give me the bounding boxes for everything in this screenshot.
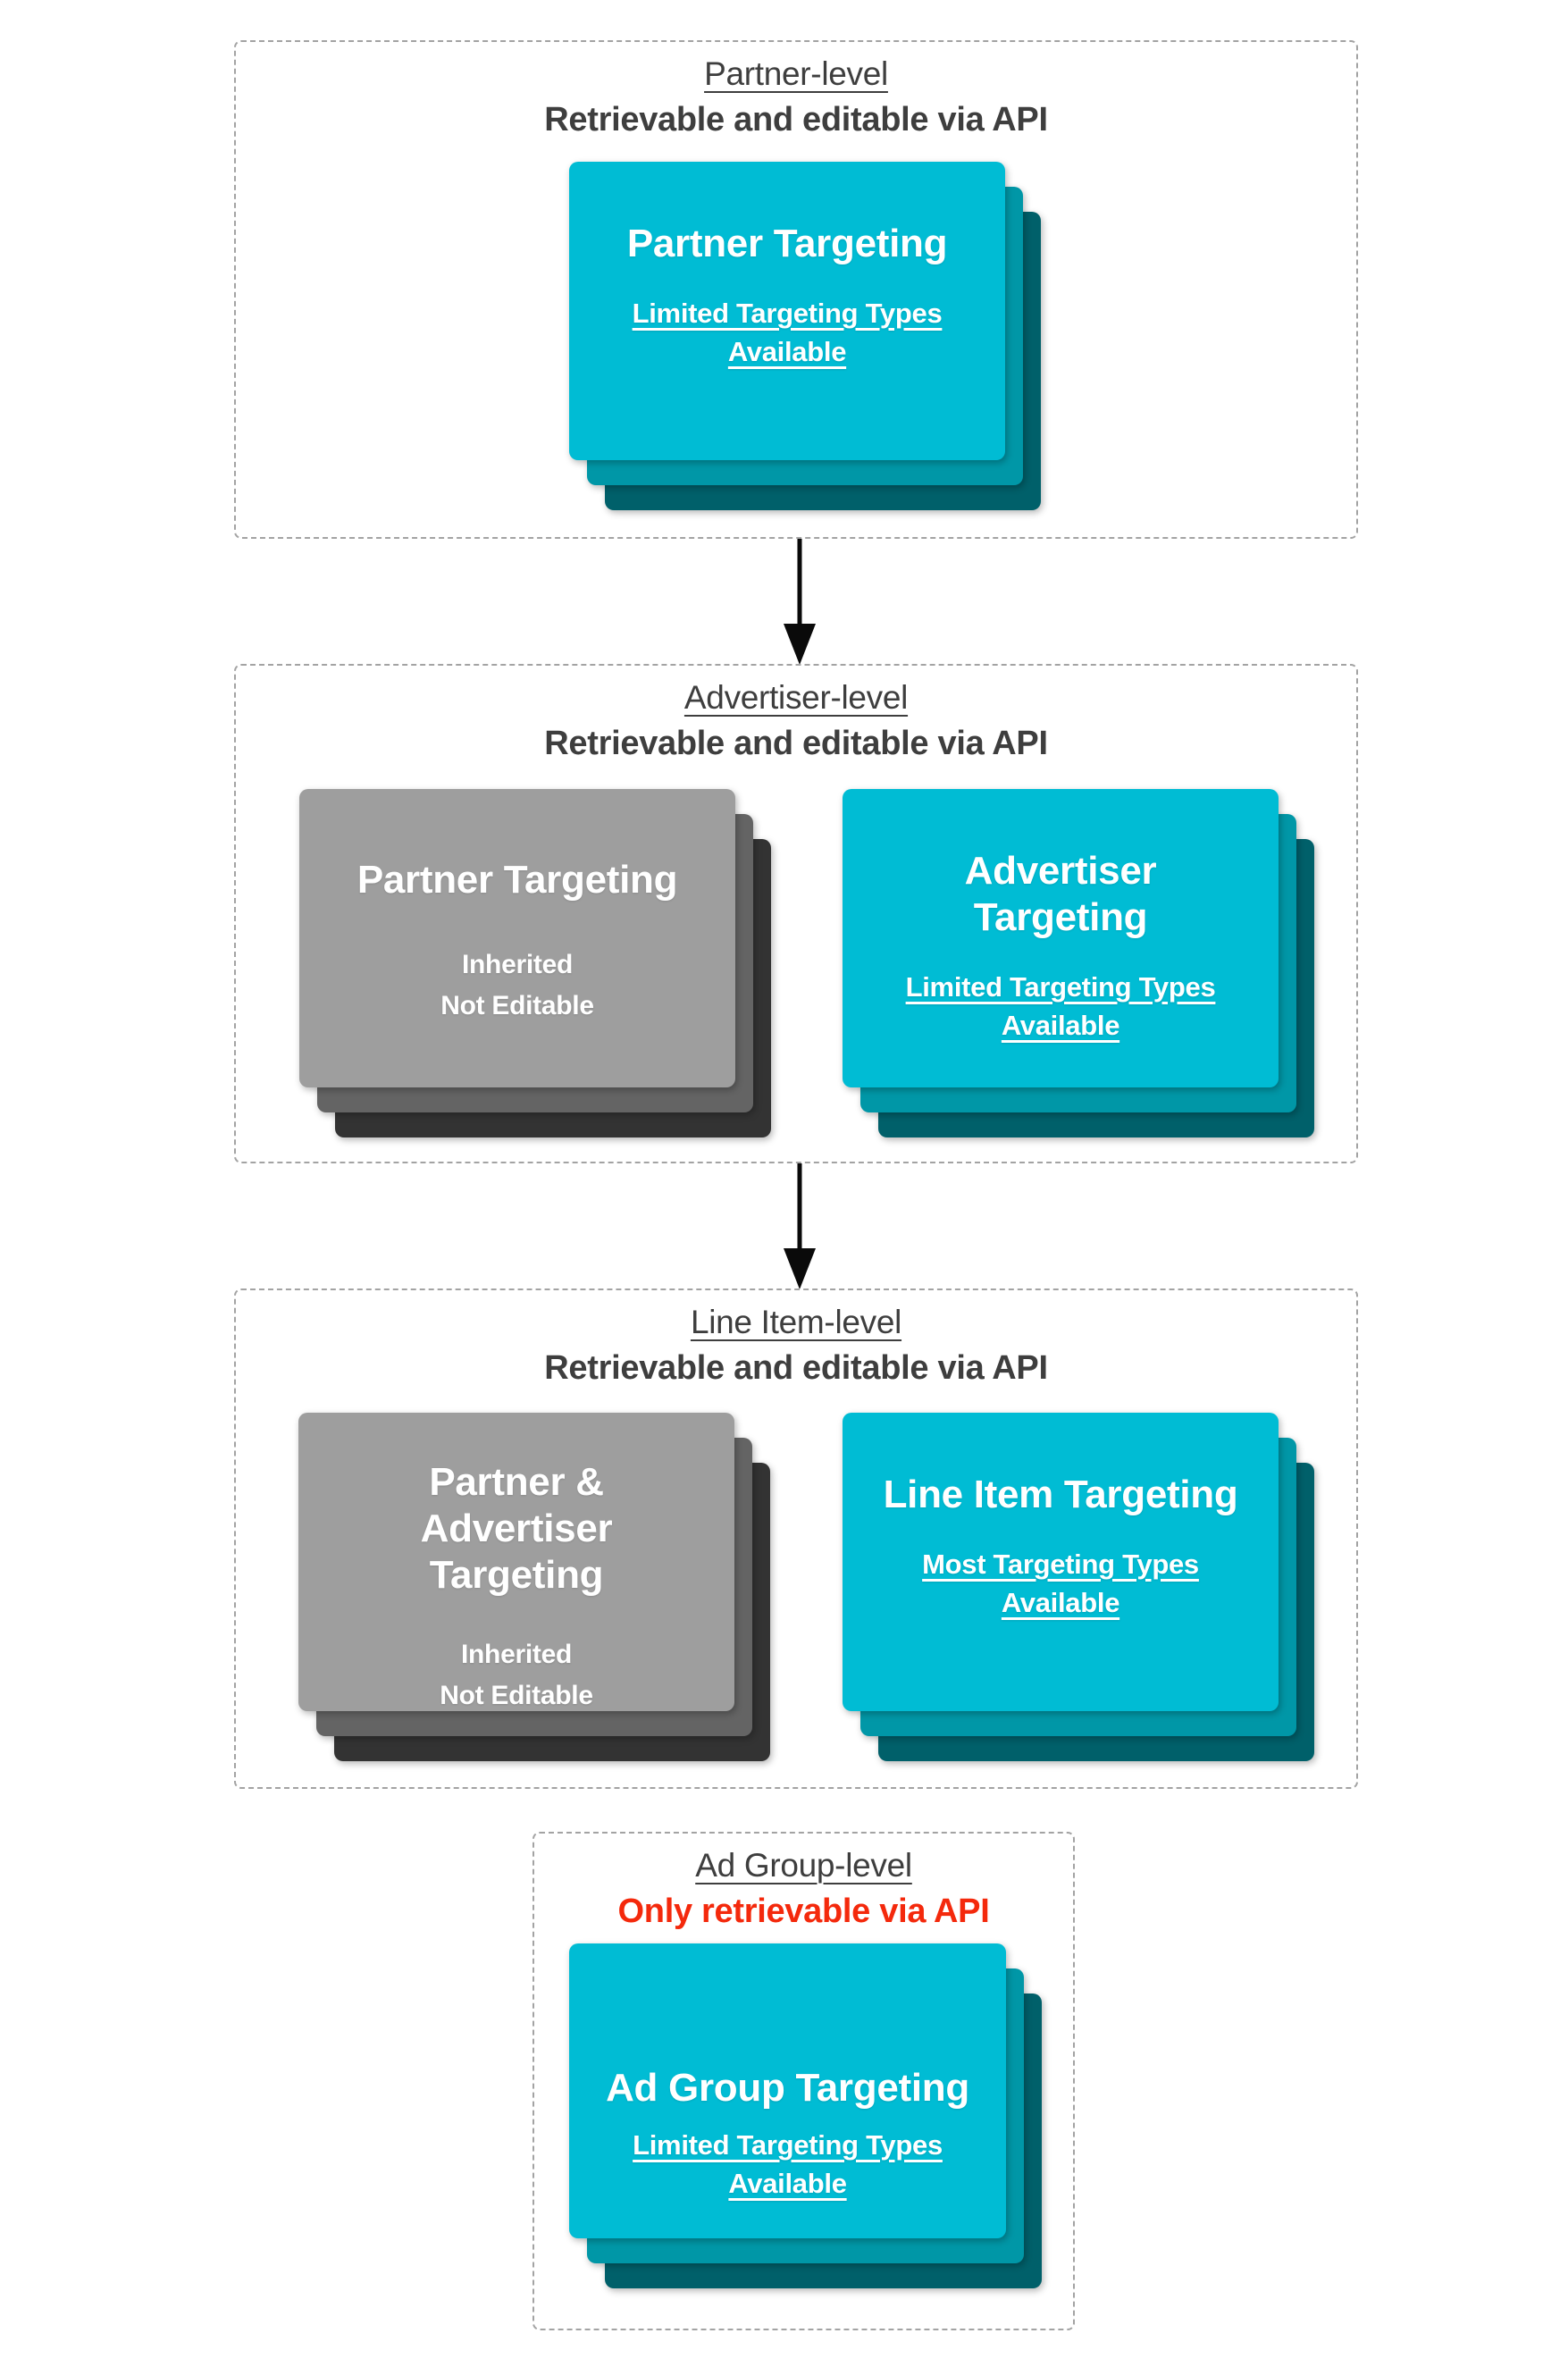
card-subtitle: Limited Targeting Types Available	[906, 968, 1216, 1045]
card-title: Ad Group Targeting	[606, 2066, 969, 2110]
section-ad-group-header: Ad Group-level Only retrievable via API	[534, 1844, 1073, 1934]
card-info-line-2: Not Editable	[440, 991, 594, 1021]
card-inherited-partner-targeting: Partner Targeting Inherited Not Editable	[299, 789, 735, 1087]
section-advertiser-title: Advertiser-level	[683, 679, 909, 716]
card-advertiser-targeting: Advertiser Targeting Limited Targeting T…	[843, 789, 1279, 1087]
card-title: Partner Targeting	[356, 858, 678, 902]
section-ad-group-level: Ad Group-level Only retrievable via API …	[532, 1832, 1075, 2330]
card-info-line-1: Inherited	[461, 1639, 572, 1669]
card-subtitle-line-1: Limited Targeting Types	[632, 297, 943, 329]
card-subtitle-line-1: Limited Targeting Types	[905, 970, 1216, 1003]
arrow-down-icon	[784, 1248, 816, 1289]
card-subtitle: Limited Targeting Types Available	[633, 2126, 943, 2203]
card-subtitle-line-1: Limited Targeting Types	[633, 2128, 943, 2161]
card-subtitle-line-2: Available	[1001, 1587, 1120, 1619]
flow-arrow-partner-to-advertiser	[784, 539, 816, 665]
card-subtitle-line-1: Most Targeting Types	[922, 1548, 1199, 1580]
card-info: Inherited Not Editable	[440, 1634, 593, 1717]
card-title: Partner Targeting	[626, 222, 948, 265]
section-partner-title: Partner-level	[704, 55, 888, 92]
section-ad-group-title: Ad Group-level	[695, 1847, 912, 1884]
card-title: Line Item Targeting	[883, 1473, 1238, 1516]
card-subtitle: Limited Targeting Types Available	[633, 294, 943, 372]
card-line-item-targeting: Line Item Targeting Most Targeting Types…	[843, 1413, 1279, 1711]
card-ad-group-targeting: Ad Group Targeting Limited Targeting Typ…	[569, 1943, 1006, 2238]
section-line-item-title: Line Item-level	[690, 1304, 902, 1340]
card-info-line-1: Inherited	[462, 949, 573, 979]
section-advertiser-subtitle: Retrievable and editable via API	[544, 725, 1048, 763]
section-partner-subtitle: Retrievable and editable via API	[544, 101, 1048, 139]
card-subtitle-line-2: Available	[728, 2168, 847, 2200]
section-line-item-header: Line Item-level Retrievable and editable…	[236, 1301, 1356, 1390]
card-subtitle-line-2: Available	[727, 336, 847, 368]
card-title: Advertiser Targeting	[964, 849, 1157, 939]
card-inherited-partner-advertiser-targeting: Partner & Advertiser Targeting Inherited…	[298, 1413, 734, 1711]
section-advertiser-header: Advertiser-level Retrievable and editabl…	[236, 676, 1356, 766]
section-ad-group-subtitle: Only retrievable via API	[617, 1893, 990, 1931]
arrow-shaft	[797, 539, 802, 627]
arrow-down-icon	[784, 624, 816, 665]
card-subtitle: Most Targeting Types Available	[922, 1545, 1199, 1623]
card-partner-targeting: Partner Targeting Limited Targeting Type…	[569, 162, 1005, 460]
card-info: Inherited Not Editable	[440, 944, 594, 1028]
card-info-line-2: Not Editable	[440, 1681, 593, 1711]
section-line-item-level: Line Item-level Retrievable and editable…	[234, 1288, 1358, 1789]
section-line-item-subtitle: Retrievable and editable via API	[544, 1349, 1048, 1388]
card-subtitle-line-2: Available	[1001, 1010, 1120, 1042]
card-title: Partner & Advertiser Targeting	[420, 1460, 613, 1597]
arrow-shaft	[797, 1163, 802, 1252]
section-partner-header: Partner-level Retrievable and editable v…	[236, 53, 1356, 142]
section-advertiser-level: Advertiser-level Retrievable and editabl…	[234, 664, 1358, 1163]
section-partner-level: Partner-level Retrievable and editable v…	[234, 40, 1358, 539]
flow-arrow-advertiser-to-lineitem	[784, 1163, 816, 1289]
